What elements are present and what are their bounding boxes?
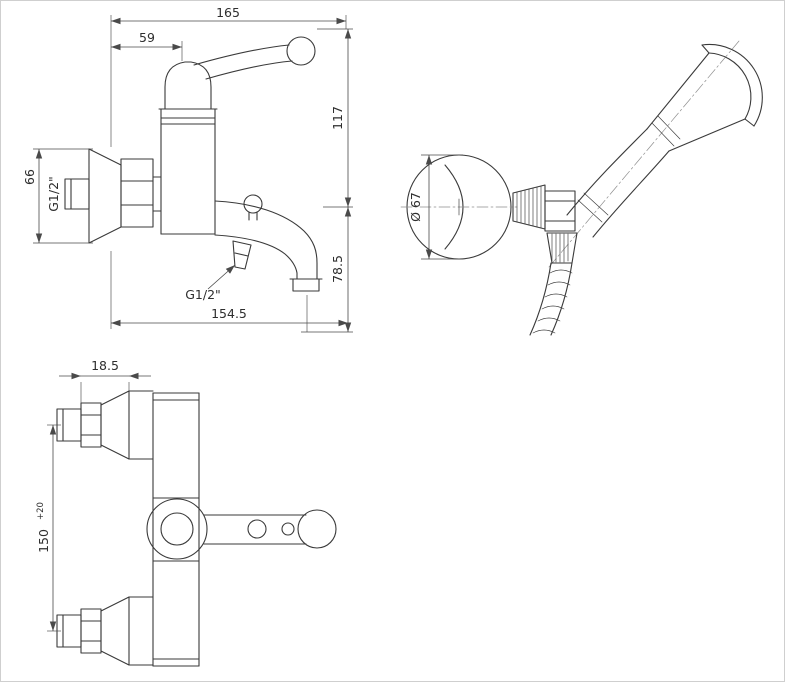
front-view-faucet [56, 390, 337, 667]
hand-shower-view [400, 40, 763, 336]
bottom-inlet-union [56, 596, 154, 666]
shower-head [646, 43, 763, 152]
front-body [152, 392, 200, 667]
dim-handle-offset: 59 [139, 30, 155, 45]
dim-overall-width: 165 [216, 5, 240, 20]
dim-inlet-spacing-tolerance: +20 [36, 502, 46, 520]
dim-union-depth: 18.5 [91, 358, 119, 373]
dim-height-upper: 117 [330, 106, 345, 130]
side-view-dimensions: 165 59 117 78.5 154.5 66 G1/2" G1/2" [22, 5, 353, 333]
label-outlet-thread: G1/2" [185, 287, 221, 302]
lever-handle [164, 36, 316, 110]
side-view-faucet [64, 36, 323, 292]
dim-height-lower: 78.5 [330, 255, 345, 283]
shower-joint [544, 190, 576, 232]
label-wall-thread: G1/2" [46, 176, 61, 212]
front-lever [146, 498, 337, 560]
dim-bracket-diameter: Ø 67 [408, 192, 423, 222]
dim-union-height: 66 [22, 169, 37, 185]
dim-spout-reach: 154.5 [211, 306, 247, 321]
shower-handle [566, 128, 670, 238]
hose-nut [546, 232, 578, 264]
diverter-knob [243, 194, 263, 221]
bracket-knob [512, 184, 546, 230]
spout [214, 200, 323, 292]
wall-union [64, 148, 162, 244]
front-view-dimensions: 18.5 150 +20 [36, 358, 151, 632]
handshower-outlet [232, 240, 252, 270]
top-inlet-union [56, 390, 154, 460]
shower-hose [529, 262, 573, 336]
dim-inlet-spacing: 150 [36, 529, 51, 553]
mixer-body [158, 108, 218, 235]
hand-shower-dimensions: Ø 67 [408, 154, 463, 260]
